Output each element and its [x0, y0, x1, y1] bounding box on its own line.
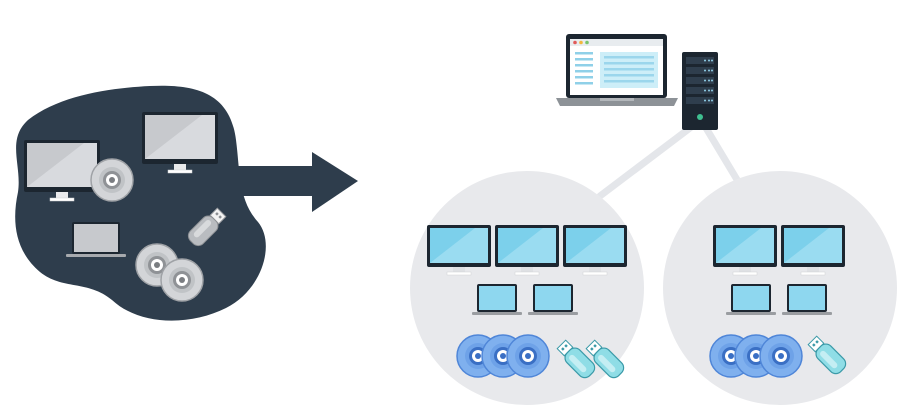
laptop-icon — [726, 284, 776, 315]
laptop-icon — [66, 222, 126, 257]
arrow-right-icon — [312, 152, 358, 212]
arrow-shaft — [236, 166, 316, 196]
admin-laptop-icon — [556, 34, 678, 106]
optical-disc-icon — [759, 334, 803, 378]
laptop-icon — [472, 284, 522, 315]
desktop-monitor-icon — [24, 140, 100, 202]
device-group-1 — [410, 171, 644, 405]
device-blob-background — [15, 85, 266, 321]
device-group-2 — [663, 171, 897, 405]
managed-network — [410, 34, 897, 405]
connection-line — [702, 124, 746, 192]
server-tower-icon — [682, 52, 718, 130]
connection-line — [596, 124, 694, 200]
management-node — [556, 34, 718, 130]
optical-disc-icon — [160, 258, 204, 302]
optical-disc-icon — [90, 158, 134, 202]
laptop-icon — [782, 284, 832, 315]
laptop-icon — [528, 284, 578, 315]
desktop-monitor-icon — [142, 112, 218, 174]
unmanaged-devices-panel — [15, 85, 358, 321]
optical-disc-icon — [506, 334, 550, 378]
